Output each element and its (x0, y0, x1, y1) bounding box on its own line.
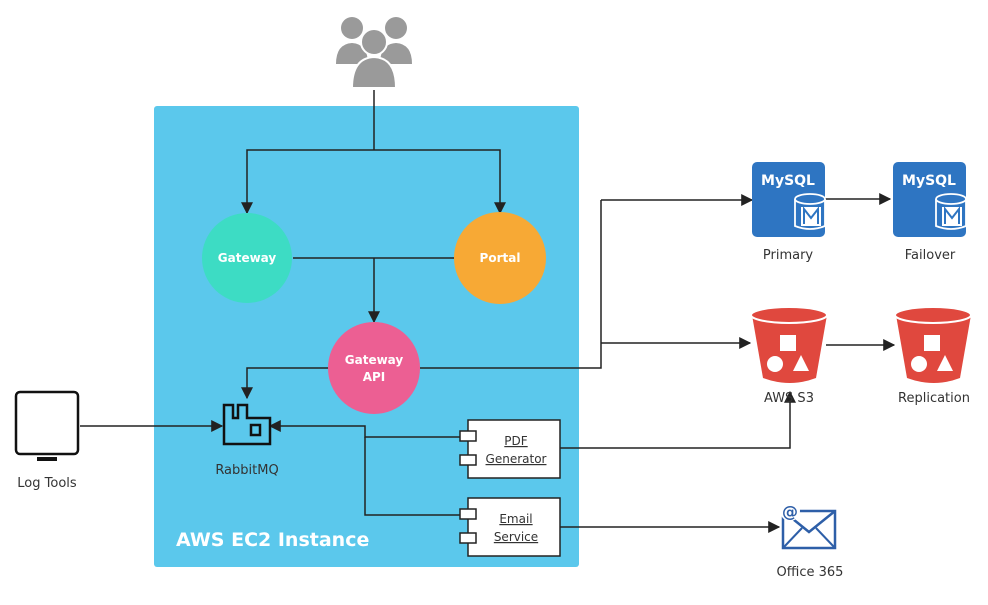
edge-api-trunk (420, 200, 602, 369)
email-service-label-line1: Email (499, 512, 532, 526)
aws-s3-label: AWS S3 (764, 391, 814, 406)
rabbitmq-node[interactable]: RabbitMQ (215, 403, 279, 478)
pdf-generator-label-line1: PDF (504, 434, 527, 448)
gateway-api-node[interactable]: Gateway API (328, 322, 420, 414)
edge-email-rabbitmq (364, 437, 461, 516)
pdf-generator-label-line2: Generator (486, 452, 547, 466)
email-service-label-line2: Service (494, 530, 538, 544)
rabbitmq-label: RabbitMQ (215, 463, 278, 478)
s3-bucket-icon (894, 306, 972, 383)
replication-label: Replication (898, 391, 970, 406)
gateway-api-label-line2: API (363, 370, 386, 384)
rabbitmq-icon (222, 403, 272, 446)
email-service-component[interactable]: Email Service (459, 497, 561, 557)
log-tools-label: Log Tools (17, 476, 77, 491)
mysql-primary-badge: MySQL (761, 173, 815, 189)
edge-pdf-s3 (560, 390, 796, 449)
mysql-primary-label: Primary (763, 248, 814, 263)
portal-node[interactable]: Portal (454, 212, 546, 304)
mysql-failover-badge: MySQL (902, 173, 956, 189)
edge-services-rabbitmq (268, 420, 461, 438)
edge-users-gateway (241, 149, 374, 215)
mysql-primary-node[interactable]: MySQL Primary (752, 162, 826, 263)
s3-bucket-icon (750, 306, 828, 383)
monitor-icon (14, 390, 80, 456)
svg-text:@: @ (782, 502, 798, 521)
pdf-generator-component[interactable]: PDF Generator (459, 419, 561, 479)
mysql-database-icon: MySQL (752, 162, 826, 237)
edge-users-portal (374, 149, 506, 215)
mysql-database-icon: MySQL (893, 162, 967, 237)
users-group-icon (336, 17, 412, 89)
region-title: AWS EC2 Instance (176, 529, 369, 551)
replication-node[interactable]: Replication (894, 306, 972, 406)
portal-label: Portal (480, 251, 521, 265)
log-tools-node[interactable]: Log Tools (14, 390, 80, 491)
office365-label: Office 365 (777, 565, 844, 580)
aws-s3-node[interactable]: AWS S3 (750, 306, 828, 406)
office365-node[interactable]: @ Office 365 (777, 501, 844, 580)
gateway-label: Gateway (218, 251, 277, 265)
connections (80, 90, 896, 533)
edge-api-rabbitmq (241, 367, 330, 400)
mysql-failover-node[interactable]: MySQL Failover (893, 162, 967, 263)
mysql-failover-label: Failover (905, 248, 956, 263)
gateway-node[interactable]: Gateway (202, 213, 292, 303)
email-envelope-icon: @ (780, 501, 837, 550)
gateway-api-label-line1: Gateway (345, 353, 404, 367)
